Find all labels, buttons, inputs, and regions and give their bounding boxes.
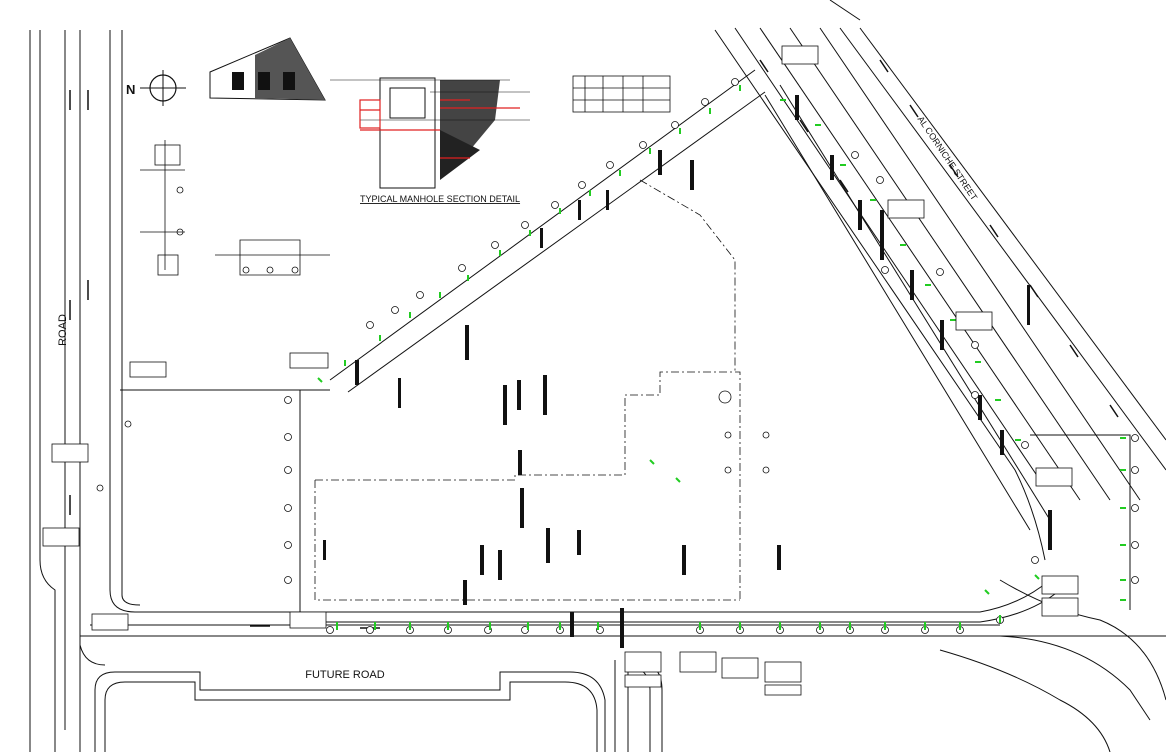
north-arrow-icon: N <box>126 70 186 106</box>
east-street <box>714 0 1166 752</box>
internal-annotations <box>323 95 1052 648</box>
west-road <box>29 30 290 752</box>
small-detail-sketches <box>140 140 330 276</box>
building-footprint <box>314 179 741 601</box>
street-east-label: AL CORNICHE STREET <box>916 114 980 202</box>
manhole-schedule-table <box>572 75 671 113</box>
street-lane-dashes <box>69 59 1119 629</box>
road-west-label: ROAD <box>57 314 69 346</box>
north-label: N <box>126 82 135 97</box>
pipe-joint-markers <box>317 85 1126 630</box>
site-boundary <box>120 69 1131 623</box>
road-south-label: FUTURE ROAD <box>305 669 385 681</box>
detail-title: TYPICAL MANHOLE SECTION DETAIL <box>360 194 520 204</box>
key-plan <box>209 37 326 101</box>
callout-boxes <box>42 45 1079 696</box>
manhole-section-detail: TYPICAL MANHOLE SECTION DETAIL <box>330 77 530 204</box>
